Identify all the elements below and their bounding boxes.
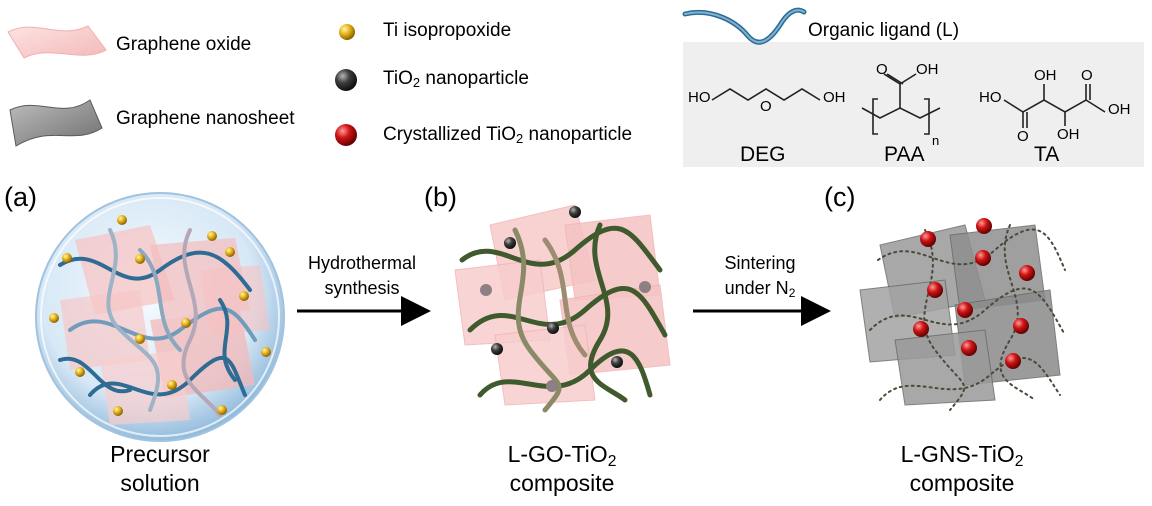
panel-a-letter: (a) [4, 182, 37, 212]
paa-n-label: n [932, 133, 940, 148]
deg-oh-label: OH [823, 89, 846, 106]
panel-b-letter: (b) [424, 182, 457, 212]
graphene-oxide-sheet-icon [7, 25, 107, 59]
graphene-nanosheet-icon [9, 99, 103, 147]
paa-label: PAA [884, 143, 925, 166]
ta-oh-top-label: OH [1034, 67, 1057, 84]
panel-a-caption: Precursor solution [110, 441, 210, 496]
panel-c-letter: (c) [824, 182, 856, 212]
paa-o-label: O [876, 61, 888, 78]
ta-oh-bottom-label: OH [1057, 126, 1080, 143]
l-go-tio2-composite [454, 204, 671, 413]
legend-tio2-nanoparticle-label: TiO2 nanoparticle [383, 68, 529, 91]
paa-structure [861, 73, 941, 135]
ta-o-top-label: O [1081, 67, 1093, 84]
legend-graphene-nanosheet-label: Graphene nanosheet [116, 108, 295, 129]
ta-structure [1003, 84, 1106, 128]
ti-isopropoxide-icon [339, 24, 355, 40]
l-gns-tio2-composite [859, 218, 1066, 411]
ta-o-bottom-label: O [1017, 128, 1029, 145]
ligand-structures-box [683, 42, 1144, 167]
ta-label: TA [1034, 143, 1060, 166]
ta-oh-right-label: OH [1108, 101, 1131, 118]
legend-organic-ligand-label: Organic ligand (L) [808, 20, 960, 41]
legend-crystallized-tio2-label: Crystallized TiO2 nanoparticle [383, 124, 633, 147]
paa-oh-label: OH [916, 61, 939, 78]
deg-ho-label: HO [688, 89, 711, 106]
legend-graphene-oxide-label: Graphene oxide [116, 34, 252, 55]
panel-c-caption: L-GNS-TiO2 composite [900, 441, 1024, 496]
precursor-solution-sphere [35, 192, 285, 442]
crystallized-tio2-icon [335, 124, 357, 146]
ta-ho-label: HO [979, 89, 1002, 106]
hydrothermal-label: Hydrothermal synthesis [307, 253, 417, 298]
legend-ti-isopropoxide-label: Ti isopropoxide [383, 20, 512, 41]
deg-o-label: O [760, 98, 772, 115]
sintering-label: Sintering under N2 [724, 253, 796, 301]
deg-label: DEG [740, 143, 786, 166]
organic-ligand-icon [682, 7, 807, 45]
deg-structure [711, 88, 821, 101]
tio2-nanoparticle-icon [335, 69, 357, 91]
panel-b-caption: L-GO-TiO2 composite [507, 441, 617, 496]
